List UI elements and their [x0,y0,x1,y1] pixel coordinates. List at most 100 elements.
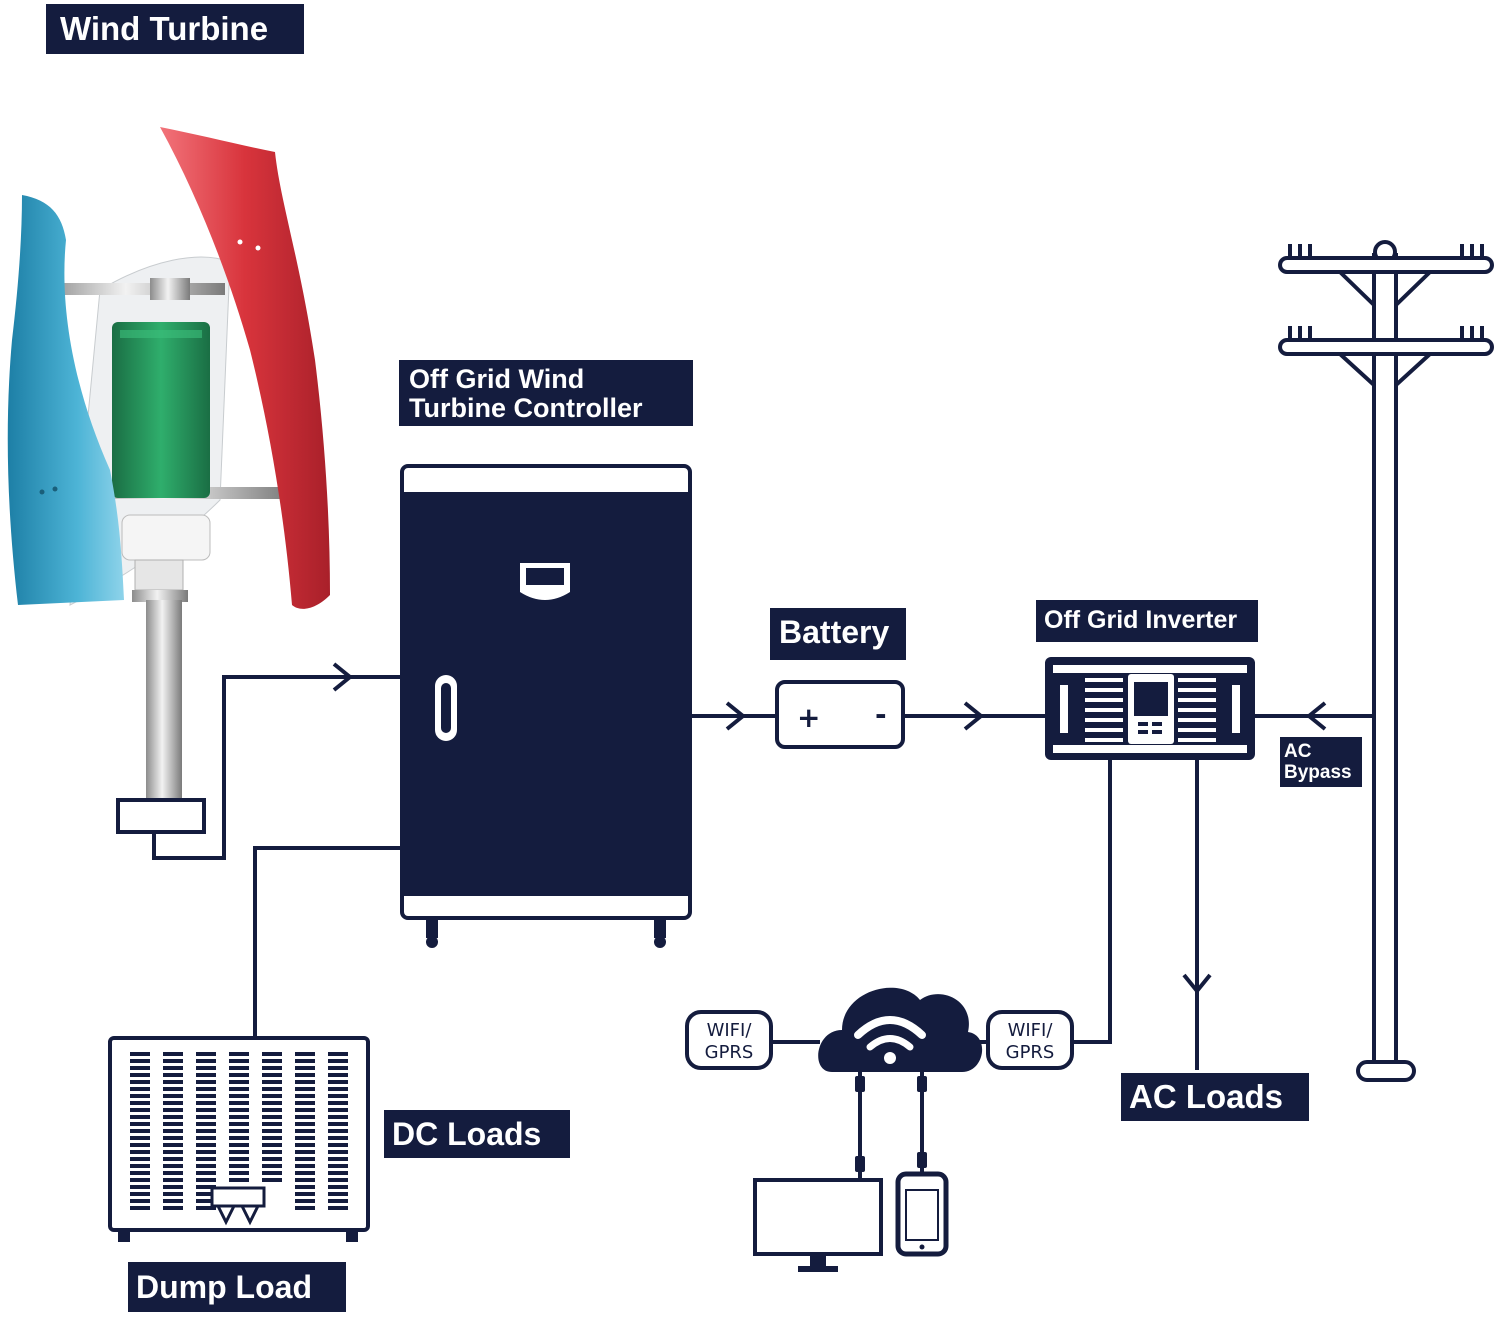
label-inverter: Off Grid Inverter [1036,600,1258,642]
vent-slat [328,1073,348,1077]
vent-slat [262,1101,282,1105]
vent-slat [295,1192,315,1196]
vent-slat [130,1094,150,1098]
vent-slat [196,1192,216,1196]
vent-slat [328,1136,348,1140]
vent-slat [130,1199,150,1203]
vent-slat [229,1157,249,1161]
vent-slat [295,1136,315,1140]
vent-slat [196,1059,216,1063]
vent-slat [229,1171,249,1175]
label-ac-bypass-line1: AC [1284,741,1312,762]
vent-slat [196,1157,216,1161]
vent-slat [196,1115,216,1119]
vent-slat [163,1087,183,1091]
vent-slat [295,1059,315,1063]
battery-icon: + - [775,680,905,749]
vent-slat [229,1066,249,1070]
vent-slat [229,1087,249,1091]
vent-slat [295,1101,315,1105]
vent-slat [130,1066,150,1070]
vent-slat [229,1115,249,1119]
wifi-gprs-left: WIFI/ GPRS [685,1010,773,1070]
vent-slat [196,1178,216,1182]
vent-slat [328,1150,348,1154]
vent-slat [130,1080,150,1084]
vent-slat [295,1122,315,1126]
vent-slat [295,1066,315,1070]
vent-slat [130,1129,150,1133]
vent-slat [196,1122,216,1126]
controller-cabinet-icon [400,464,692,948]
battery-plus-sign: + [797,701,820,734]
vent-slat [229,1164,249,1168]
vent-slat [163,1185,183,1189]
vent-slat [328,1108,348,1112]
label-dc-loads: DC Loads [384,1110,570,1158]
vent-slat [295,1150,315,1154]
label-dump-load: Dump Load [128,1262,346,1312]
label-ac-loads: AC Loads [1121,1073,1309,1121]
vent-slat [229,1143,249,1147]
vent-slat [130,1171,150,1175]
vent-slat [328,1115,348,1119]
vent-slat [196,1101,216,1105]
vent-slat [163,1199,183,1203]
vent-slat [229,1129,249,1133]
vent-slat [163,1157,183,1161]
label-ac-bypass-line2: Bypass [1284,762,1352,783]
vent-slat [163,1115,183,1119]
vent-slat [163,1108,183,1112]
vent-slat [130,1178,150,1182]
wind-turbine-icon [7,127,330,834]
vent-slat [295,1143,315,1147]
cloud-wifi-icon [818,987,983,1072]
vent-slat [196,1080,216,1084]
battery-minus-sign: - [875,698,887,731]
vent-slat [295,1115,315,1119]
vent-slat [262,1164,282,1168]
vent-slat [229,1094,249,1098]
vent-slat [163,1136,183,1140]
vent-slat [196,1073,216,1077]
utility-pole-icon [1278,240,1494,1082]
vent-slat [295,1171,315,1175]
vent-slat [328,1199,348,1203]
wifi-left-text-2: GPRS [705,1042,754,1063]
vent-slat [262,1143,282,1147]
vent-slat [262,1122,282,1126]
vent-slat [130,1206,150,1210]
vent-slat [328,1052,348,1056]
vent-slat [295,1073,315,1077]
vent-slat [229,1059,249,1063]
vent-slat [130,1087,150,1091]
vent-slat [262,1178,282,1182]
vent-slat [295,1185,315,1189]
label-controller: Off Grid Wind Turbine Controller [399,360,693,426]
vent-slat [163,1059,183,1063]
vent-slat [163,1101,183,1105]
vent-slat [196,1129,216,1133]
vent-slat [196,1150,216,1154]
vent-slat [229,1073,249,1077]
vent-slat [262,1171,282,1175]
vent-slat [262,1136,282,1140]
label-battery: Battery [770,608,906,660]
vent-slat [163,1129,183,1133]
vent-slat [328,1178,348,1182]
vent-slat [262,1066,282,1070]
vent-slat [328,1157,348,1161]
vent-slat [130,1143,150,1147]
vent-slat [229,1136,249,1140]
wifi-right-text-2: GPRS [1006,1042,1055,1063]
vent-slat [130,1059,150,1063]
vent-slat [130,1192,150,1196]
vent-slat [130,1157,150,1161]
monitor-icon [753,1178,883,1272]
vent-slat [196,1087,216,1091]
vent-slat [262,1129,282,1133]
vent-slat [328,1192,348,1196]
vent-slat [163,1150,183,1154]
vent-slat [328,1143,348,1147]
